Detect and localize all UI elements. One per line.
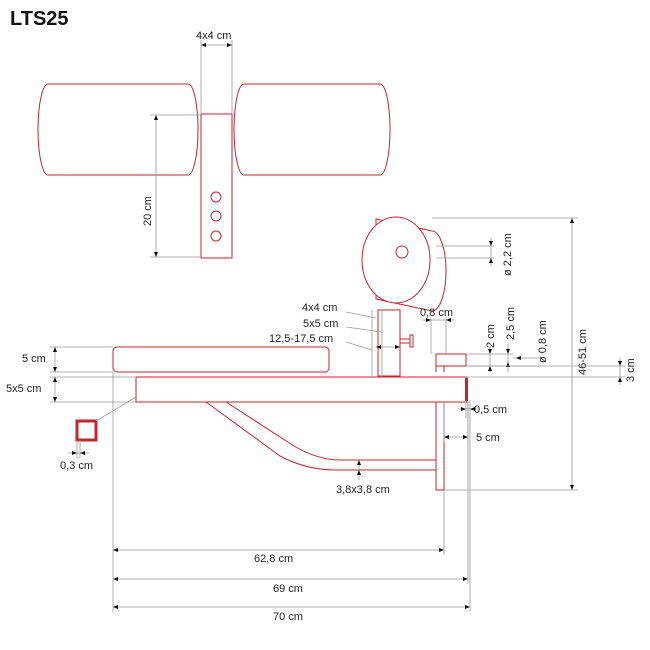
tube-5x5-label: 5x5 cm xyxy=(303,318,338,330)
pad-5cm-label: 5 cm xyxy=(22,353,46,365)
top-width-label: 4x4 cm xyxy=(196,30,231,42)
tube-4x4-label: 4x4 cm xyxy=(302,302,337,314)
dim-leg-tube xyxy=(357,460,361,480)
dim-wall xyxy=(68,440,89,458)
dim-post-leaders xyxy=(345,310,400,378)
cross-section-leader xyxy=(95,396,137,422)
frame-5x5-label: 5x5 cm xyxy=(6,383,41,395)
dim-2cm-label: 2 cm xyxy=(485,324,497,348)
end-0-5-label: 0,5 cm xyxy=(474,404,507,416)
dim-top-height xyxy=(150,114,201,258)
hole-dia-label: ø 0,8 cm xyxy=(537,320,549,363)
dim-top-width xyxy=(200,40,233,114)
adjust-range-label: 12,5-17,5 cm xyxy=(269,333,333,345)
product-code-title: LTS25 xyxy=(10,8,69,30)
leg-tube-label: 3,8x3,8 cm xyxy=(336,484,390,496)
vertical-post-side xyxy=(377,309,401,377)
dim-roller-dia xyxy=(436,238,494,266)
roller-axle-hole xyxy=(395,245,409,259)
roller-dia-label: ø 2,2 cm xyxy=(502,233,514,276)
rear-upright-cap xyxy=(435,353,467,367)
end-5cm-label: 5 cm xyxy=(476,432,500,444)
pop-pin-knob xyxy=(409,334,414,348)
pop-pin xyxy=(399,338,411,344)
wall-0-3-label: 0,3 cm xyxy=(60,460,93,472)
vertical-post-top xyxy=(200,113,233,259)
dim-total-height xyxy=(432,217,578,491)
total-height-label: 46-51 cm xyxy=(577,329,589,375)
dim-2-5cm-label: 2,5 cm xyxy=(505,307,517,340)
adjust-hole-3 xyxy=(210,230,222,242)
rear-upright-sleeve xyxy=(435,355,445,491)
len-62-8-label: 62,8 cm xyxy=(254,553,293,565)
left-foam-roller xyxy=(37,83,199,176)
adjust-hole-2 xyxy=(210,210,222,222)
len-70-label: 70 cm xyxy=(273,611,303,623)
end-cap-marker xyxy=(465,378,468,401)
dim-end-5cm xyxy=(443,402,469,442)
top-view xyxy=(37,83,391,259)
diagonal-leg xyxy=(205,401,436,471)
dim-3cm xyxy=(466,358,625,385)
dim-lengths xyxy=(112,372,471,612)
main-frame-tube xyxy=(135,376,468,403)
dim-3cm-label: 3 cm xyxy=(625,358,637,382)
dim-upper-right xyxy=(466,344,540,372)
seat-pad xyxy=(112,346,330,373)
roller-end-cap xyxy=(361,216,431,304)
adjust-hole-1 xyxy=(210,191,222,203)
top-height-label: 20 cm xyxy=(142,196,154,226)
side-roller xyxy=(375,218,447,312)
tube-cross-section xyxy=(75,419,98,442)
dim-pin-gap xyxy=(422,318,455,354)
right-foam-roller xyxy=(233,83,391,176)
pin-gap-label: 0,8 cm xyxy=(420,307,453,319)
side-view xyxy=(112,216,468,491)
len-69-label: 69 cm xyxy=(273,583,303,595)
dim-left-stack xyxy=(50,346,136,403)
